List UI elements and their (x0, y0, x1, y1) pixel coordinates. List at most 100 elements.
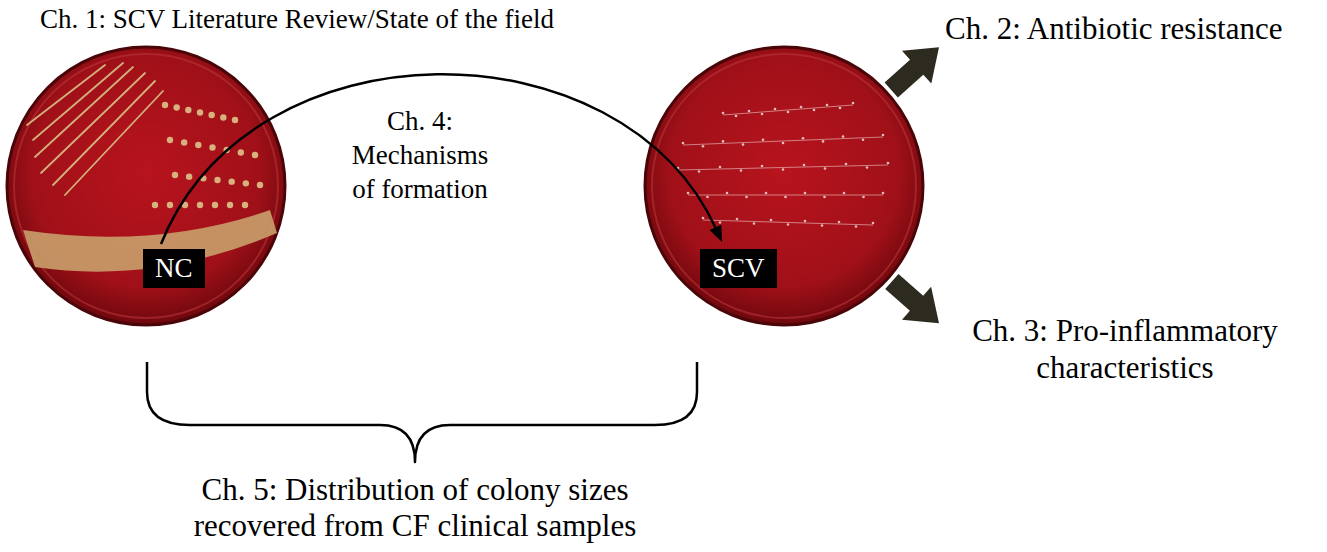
colony-dot (761, 113, 764, 116)
colony-dot (845, 163, 848, 166)
colony-dot (687, 192, 690, 195)
colony-dot (195, 142, 201, 148)
colony-dot (182, 202, 188, 208)
colony-dot (167, 137, 173, 143)
colony-dot (748, 110, 751, 113)
colony-dot (682, 142, 685, 145)
colony-dot (173, 104, 179, 110)
colony-streak (27, 65, 105, 125)
colony-streak (35, 67, 133, 157)
colony-dot (782, 142, 785, 145)
colony-dot (186, 173, 192, 179)
colony-dot (257, 182, 263, 188)
colony-dot (839, 107, 842, 110)
colony-dot (719, 166, 722, 169)
plate-disc (645, 47, 923, 325)
colony-dot (726, 192, 729, 195)
plate-disc (7, 47, 285, 325)
label-box: Ch. 1: SCV Literature Review/State of th… (40, 4, 554, 35)
block-arrow-shape (885, 274, 939, 323)
colony-dot (761, 165, 764, 168)
colony-dot (843, 192, 846, 195)
colony-dot (823, 196, 826, 199)
colony-streak (723, 105, 853, 115)
colony-dot (735, 115, 738, 118)
colony-dot (220, 114, 226, 120)
edge-label: Ch. 4: Mechanisms of formation (345, 105, 495, 206)
curly-brace (147, 362, 697, 462)
colony-dot (813, 109, 816, 112)
colony-dot (800, 106, 803, 109)
colony-dot (181, 139, 187, 145)
colony-dot (722, 140, 725, 143)
colony-dot (702, 217, 705, 220)
colony-dot (200, 175, 206, 181)
arrow-head (710, 225, 722, 242)
colony-dot (736, 218, 739, 221)
colony-dot (242, 202, 248, 208)
colony-streak (65, 91, 163, 195)
colony-dot (872, 222, 875, 225)
colony-dot (722, 112, 725, 115)
colony-dot (782, 168, 785, 171)
colony-dot (753, 222, 756, 225)
colony-dot (787, 223, 790, 226)
colony-dot (197, 202, 203, 208)
colony-dot (212, 202, 218, 208)
colony-dot (719, 221, 722, 224)
chapter-node: Ch. 2: Antibiotic resistance (945, 10, 1285, 47)
colony-dot (706, 196, 709, 199)
colony-dot (882, 134, 885, 137)
label-box: Ch. 5: Distribution of colony sizes reco… (185, 472, 645, 544)
colony-dot (866, 166, 869, 169)
colony-dot (802, 137, 805, 140)
colony-dot (152, 202, 158, 208)
colony-dot (804, 192, 807, 195)
edge-label-box: Ch. 4: Mechanisms of formation (345, 105, 495, 206)
colony-dot (804, 220, 807, 223)
block-arrow (885, 274, 939, 323)
colony-dot (677, 167, 680, 170)
colony-dot (243, 180, 249, 186)
colony-streak (33, 63, 123, 140)
colony-dot (887, 162, 890, 165)
colony-dot (214, 177, 220, 183)
colony-dot (208, 112, 214, 118)
colony-dot (702, 145, 705, 148)
block-arrow-shape (885, 47, 939, 97)
block-arrow (885, 47, 939, 97)
colony-dot (227, 202, 233, 208)
agar-plate (643, 45, 925, 327)
colony-dot (698, 170, 701, 173)
colony-dot (852, 102, 855, 105)
colony-dot (862, 196, 865, 199)
curved-arrow (161, 74, 722, 244)
colony-streak (688, 195, 883, 196)
colony-dot (824, 167, 827, 170)
colony-dot (784, 196, 787, 199)
colony-dot (803, 164, 806, 167)
colony-dot (162, 102, 168, 108)
colony-dot (167, 202, 173, 208)
colony-dot (742, 143, 745, 146)
colony-dot (770, 219, 773, 222)
colony-dot (232, 117, 238, 123)
colony-streak (53, 81, 155, 185)
colony-streak (41, 73, 145, 173)
colony-dot (228, 178, 234, 184)
arrow-line (161, 74, 717, 244)
colony-dot (252, 152, 258, 158)
colony-dot (740, 169, 743, 172)
colony-dot (822, 140, 825, 143)
colony-dot (862, 139, 865, 142)
colony-dot (197, 109, 203, 115)
colony-type-tag: NC (143, 249, 205, 288)
colony-dot (185, 107, 191, 113)
plate-rim (652, 54, 916, 318)
colony-dot (838, 221, 841, 224)
colony-dot (882, 192, 885, 195)
colony-dot (787, 111, 790, 114)
colony-dot (842, 135, 845, 138)
colony-dot (209, 144, 215, 150)
chapter-title: Ch. 3: Pro-inflammatory characteristics (945, 312, 1305, 386)
